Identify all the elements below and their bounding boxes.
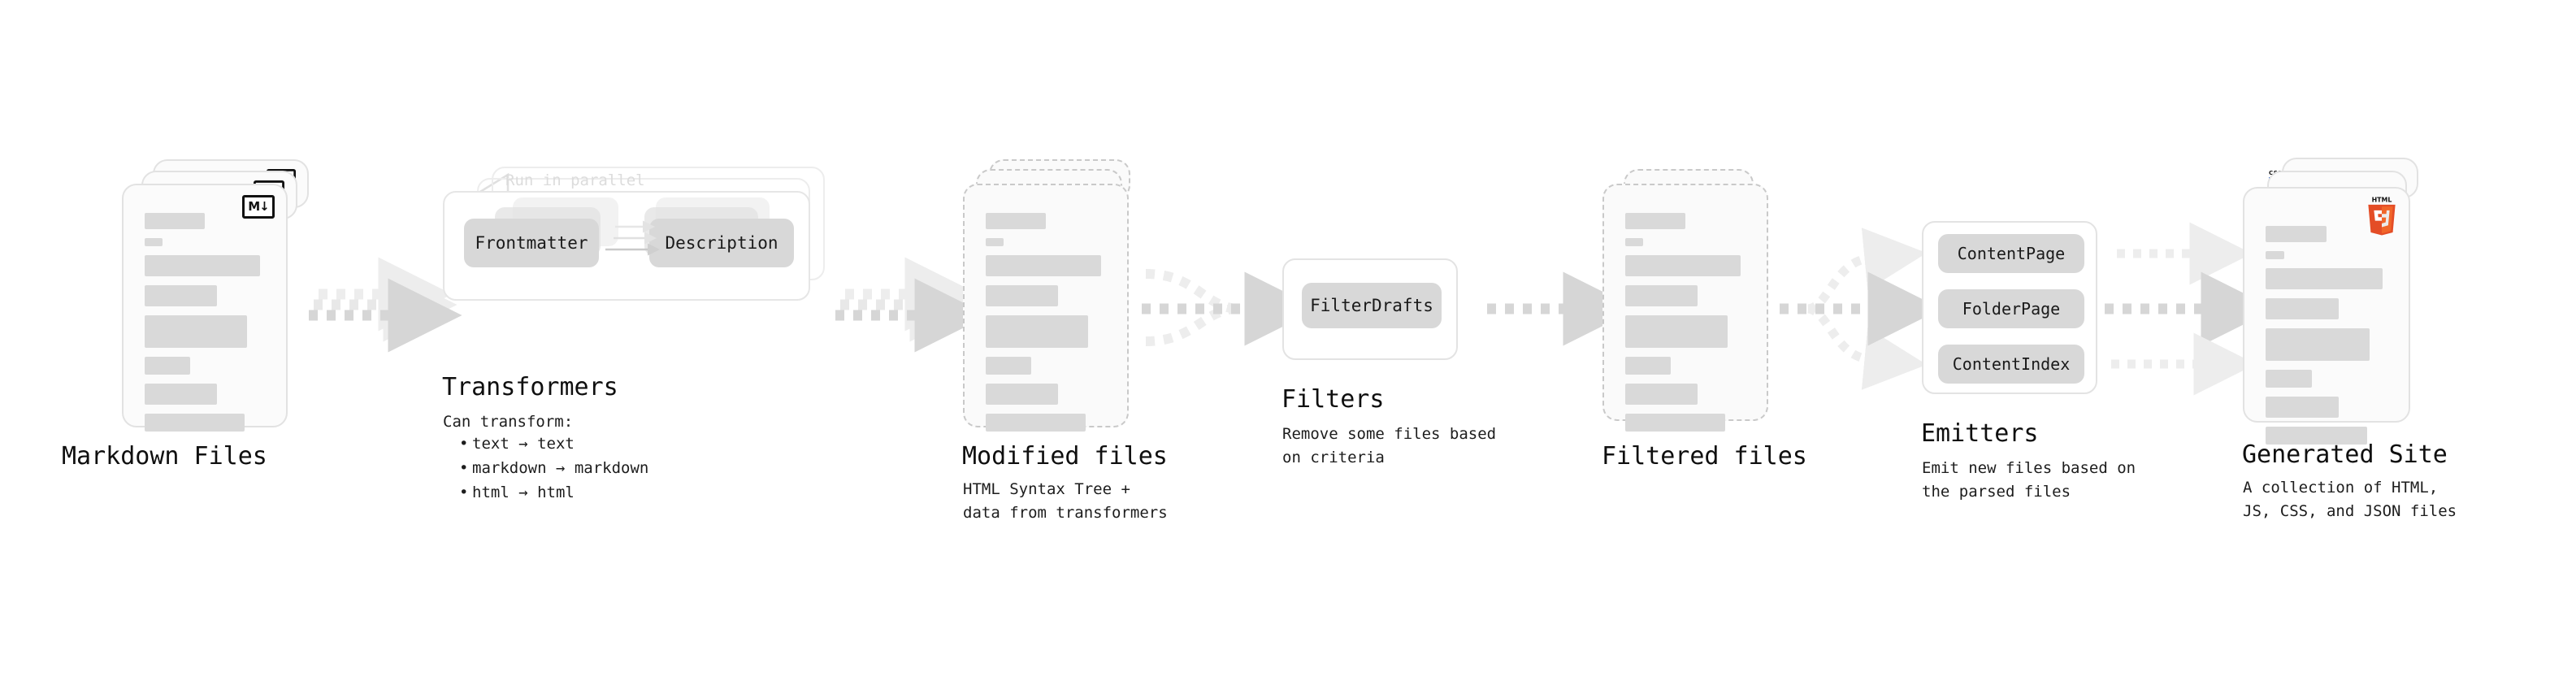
stage-title-filtered-files: Filtered files [1602,442,1807,471]
generated-card-stack: HTML [2243,158,2438,445]
chip-label: ContentPage [1957,244,2066,263]
placeholder-lines [986,213,1106,432]
stage-emitters: ContentPage FolderPage ContentIndex Emit… [1921,221,2136,501]
bullet-item: text → text [459,432,648,456]
stage-filters: FilterDrafts Filters Remove some files b… [1281,258,1496,466]
stage-modified-files: Modified files HTML Syntax Tree + data f… [962,159,1168,522]
chip-contentpage[interactable]: ContentPage [1938,234,2084,273]
stage-transformers: Frontmatter Description [442,167,825,501]
modified-files-description: HTML Syntax Tree + data from transformer… [963,480,1168,523]
stage-title-filters: Filters [1281,385,1385,414]
html5-shield-svg: HTML [2368,196,2396,236]
placeholder-lines [145,213,265,432]
filtered-card-stack [1602,169,1789,432]
chip-label: Description [665,233,778,253]
chip-folderpage[interactable]: FolderPage [1938,289,2084,328]
stage-filtered-files: Filtered files [1602,169,1807,471]
chip-contentindex[interactable]: ContentIndex [1938,345,2084,384]
transformers-intro: Can transform: [443,413,574,431]
placeholder-lines [1625,213,1746,432]
svg-text:HTML: HTML [2372,196,2392,203]
run-in-parallel-note: Run in parallel [505,171,645,189]
markdown-card-front: M↓ [122,184,288,432]
modified-card-stack [963,159,1150,432]
bullet-item: markdown → markdown [459,456,648,480]
chip-label: FolderPage [1962,299,2061,319]
emitters-description: Emit new files based on the parsed files [1922,459,2136,501]
placeholder-lines [2266,226,2387,445]
chip-label: ContentIndex [1952,354,2071,374]
chip-label: FilterDrafts [1310,296,1433,315]
transformers-bullet-list: text → text markdown → markdown html → h… [443,432,648,505]
stage-title-modified-files: Modified files [962,442,1168,471]
connector-filtered-to-emitters [1780,228,1942,390]
markdown-card-stack: M↓ M↓ M↓ [122,159,309,432]
chip-filterdrafts[interactable]: FilterDrafts [1302,283,1442,328]
filters-description: Remove some files based on criteria [1282,425,1497,467]
connector-transformers-to-modified [835,257,989,353]
filtered-card-front [1602,184,1768,432]
emitters-box: ContentPage FolderPage ContentIndex [1922,221,2097,394]
stage-title-generated-site: Generated Site [2242,440,2448,469]
stage-generated-site: HTML G [2242,158,2457,520]
transformers-box-stack: Frontmatter Description [443,167,825,362]
chip-frontmatter[interactable]: Frontmatter [464,219,599,267]
generated-card-html: HTML [2243,187,2410,445]
generated-site-description: A collection of HTML, JS, CSS, and JSON … [2243,479,2457,521]
html5-icon: HTML [2365,195,2399,239]
connector-modified-to-filters [1142,269,1319,346]
stage-title-transformers: Transformers [442,373,618,401]
chip-label: Frontmatter [475,233,588,253]
markdown-badge-icon: M↓ [242,195,275,219]
stage-title-emitters: Emitters [1921,419,2039,448]
modified-card-front [963,184,1129,432]
chip-description[interactable]: Description [649,219,794,267]
stage-title-markdown-files: Markdown Files [62,442,267,471]
filters-box: FilterDrafts [1282,258,1458,360]
stage-markdown-files: M↓ M↓ M↓ Markdown Fi [62,159,309,471]
bullet-item: html → html [459,480,648,505]
connector-md-to-transformers [309,257,462,353]
connector-emitters-to-site [2105,222,2275,396]
